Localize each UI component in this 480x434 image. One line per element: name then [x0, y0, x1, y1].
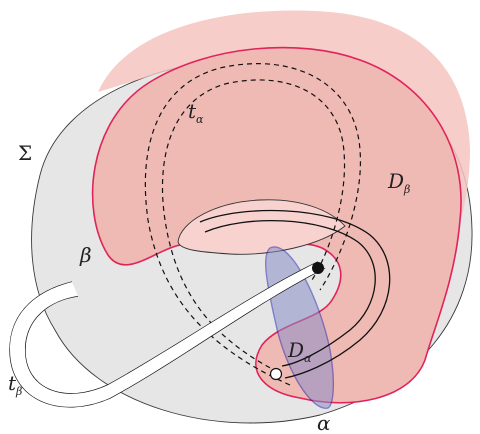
t-alpha-outer [144, 63, 362, 386]
label-alpha: α [317, 411, 331, 434]
t-alpha-inner [161, 79, 346, 373]
label-t-beta: tβ [8, 371, 22, 398]
tube-opening [177, 199, 346, 255]
endpoint-open [269, 367, 283, 381]
label-sigma: Σ [18, 141, 32, 165]
label-beta: β [79, 243, 92, 267]
label-d-alpha: Dα [287, 338, 312, 365]
tube-upper-outer [199, 209, 391, 379]
t-beta-fill [10, 262, 325, 407]
endpoint-filled [312, 262, 324, 274]
label-d-beta: Dβ [387, 169, 410, 196]
label-t-alpha: tα [188, 99, 204, 126]
tube-upper-inner [204, 220, 376, 367]
